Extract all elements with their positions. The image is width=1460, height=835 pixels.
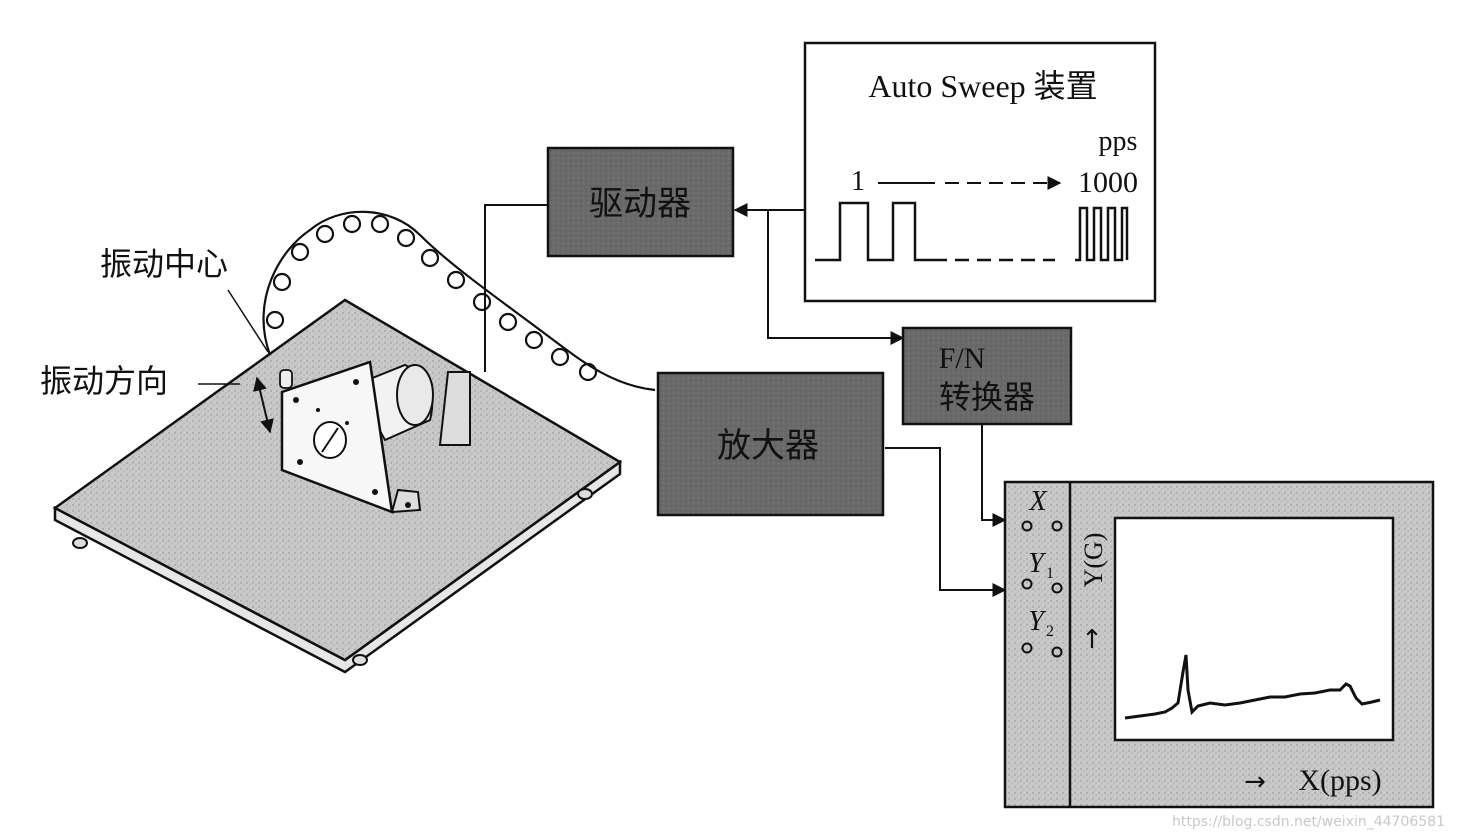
pulse-train-icon bbox=[815, 201, 933, 262]
x-axis-arrow: → bbox=[1244, 767, 1266, 797]
y1-input-jack bbox=[1021, 578, 1033, 590]
fn-converter-box: F/N 转换器 bbox=[901, 326, 1073, 426]
y1-input-label: Y bbox=[1028, 548, 1047, 579]
fn-label-line1: F/N bbox=[939, 342, 986, 375]
cable-stand bbox=[438, 371, 471, 446]
recorder-screen bbox=[1113, 516, 1395, 742]
connection-lines bbox=[484, 203, 1007, 597]
vibration-center-leader bbox=[227, 289, 269, 353]
response-trace bbox=[1124, 654, 1381, 720]
auto-sweep-box: Auto Sweep 装置 pps 1 1000 bbox=[803, 41, 1157, 303]
y2-input-jack bbox=[1021, 642, 1033, 654]
y2-input-label: Y bbox=[1028, 606, 1047, 637]
vibration-direction-arrow bbox=[253, 376, 274, 434]
vibration-direction-label: 振动方向 bbox=[40, 362, 168, 400]
amplifier-label: 放大器 bbox=[717, 426, 819, 466]
stepper-motor-icon bbox=[279, 360, 434, 514]
sweep-end: 1000 bbox=[1078, 166, 1138, 199]
sweep-start: 1 bbox=[851, 166, 865, 197]
driver-label: 驱动器 bbox=[589, 184, 691, 224]
fn-label-line2: 转换器 bbox=[939, 378, 1035, 416]
x-input-jack-2 bbox=[1051, 520, 1063, 532]
x-input-label: X bbox=[1028, 486, 1047, 517]
auto-sweep-title: Auto Sweep 装置 bbox=[868, 68, 1097, 104]
x-axis-label: X(pps) bbox=[1298, 764, 1381, 797]
pps-unit: pps bbox=[1099, 126, 1138, 157]
y2-input-jack-2 bbox=[1051, 646, 1063, 658]
y2-input-sub: 2 bbox=[1046, 623, 1054, 640]
x-input-jack bbox=[1021, 520, 1033, 532]
watermark: https://blog.csdn.net/weixin_44706581 bbox=[1172, 814, 1445, 830]
driver-box: 驱动器 bbox=[546, 146, 735, 258]
vibration-center-label: 振动中心 bbox=[100, 245, 228, 283]
y1-input-sub: 1 bbox=[1046, 565, 1054, 582]
y-axis-label: Y(G) bbox=[1079, 533, 1108, 588]
dense-pulse-icon bbox=[1075, 206, 1129, 262]
coiled-cable-icon bbox=[262, 210, 656, 392]
y-axis-arrow: ↑ bbox=[1081, 625, 1103, 655]
amplifier-box: 放大器 bbox=[656, 371, 885, 517]
xy-recorder: X Y 1 Y 2 Y(G) ↑ → X(pps) bbox=[1003, 480, 1435, 809]
y1-input-jack-2 bbox=[1051, 582, 1063, 594]
